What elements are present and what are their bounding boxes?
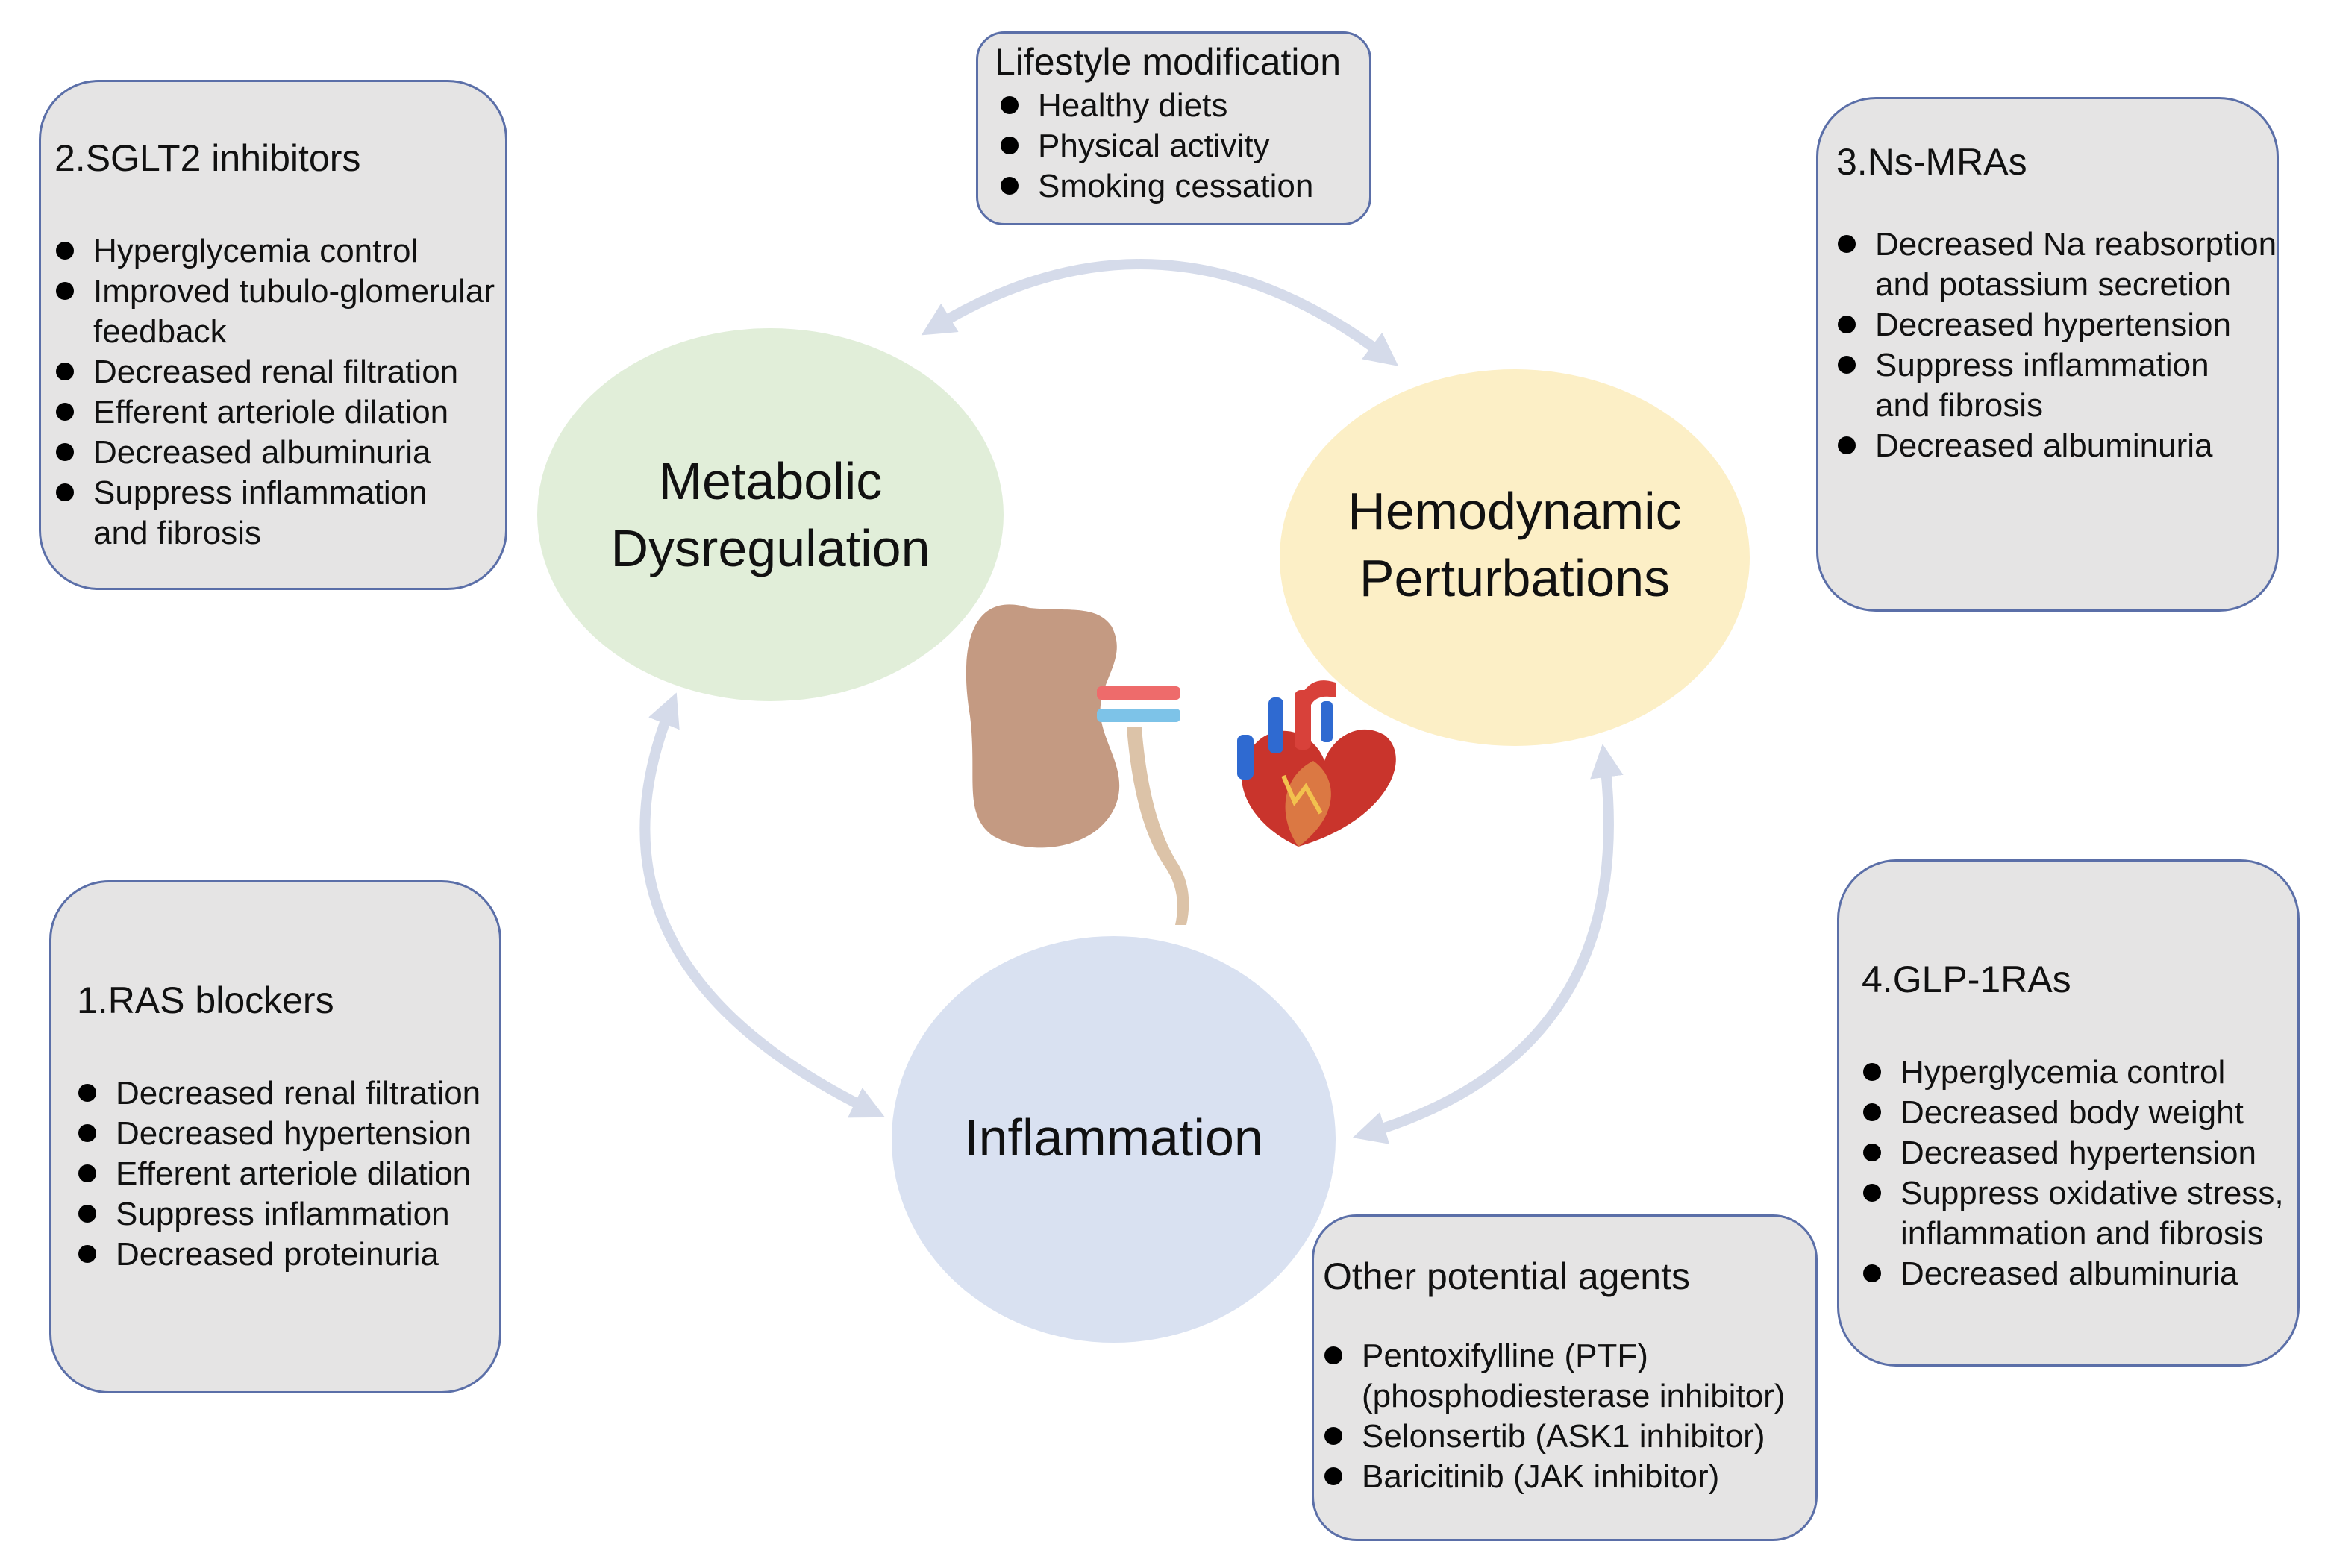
hemodynamic-label-line-1: Hemodynamic (1348, 482, 1682, 540)
list-item: Pentoxifylline (PTF) (phosphodiesterase … (1324, 1336, 1802, 1417)
lifestyle-modification-box: Lifestyle modification Healthy diets Phy… (976, 31, 1371, 225)
list-item: Healthy diets (1001, 86, 1359, 126)
hemodynamic-perturbations-label: Hemodynamic Perturbations (1280, 477, 1750, 612)
list-item: Efferent arteriole dilation (78, 1154, 496, 1194)
ns-mras-list: Decreased Na reabsorption and potassium … (1838, 225, 2285, 466)
list-item: Hyperglycemia control (1863, 1053, 2300, 1093)
list-item: Suppress oxidative stress, inflammation … (1863, 1173, 2300, 1254)
list-item: Hyperglycemia control (56, 231, 507, 272)
ras-blockers-list: Decreased renal filtration Decreased hyp… (78, 1073, 496, 1275)
sglt2-inhibitors-title: 2.SGLT2 inhibitors (54, 137, 361, 179)
metabolic-dysregulation-label: Metabolic Dysregulation (537, 448, 1004, 582)
list-item: Baricitinib (JAK inhibitor) (1324, 1457, 1802, 1497)
list-item: Suppress inflammation (78, 1194, 496, 1235)
ras-blockers-box: 1.RAS blockers Decreased renal filtratio… (49, 880, 501, 1393)
list-item: Decreased proteinuria (78, 1235, 496, 1275)
ns-mras-box: 3.Ns-MRAs Decreased Na reabsorption and … (1816, 97, 2279, 612)
metabolic-label-line-1: Metabolic (658, 452, 883, 510)
metabolic-dysregulation-circle (537, 328, 1004, 701)
glp-1ras-list: Hyperglycemia control Decreased body wei… (1863, 1053, 2300, 1294)
glp-1ras-box: 4.GLP-1RAs Hyperglycemia control Decreas… (1837, 859, 2300, 1367)
list-item: Decreased hypertension (78, 1114, 496, 1154)
list-item: Decreased hypertension (1863, 1133, 2300, 1173)
heart-icon (1237, 680, 1396, 847)
list-item: Physical activity (1001, 126, 1359, 166)
glp-1ras-title: 4.GLP-1RAs (1862, 959, 2071, 1000)
sglt2-inhibitors-list: Hyperglycemia control Improved tubulo-gl… (56, 231, 507, 553)
sglt2-inhibitors-box: 2.SGLT2 inhibitors Hyperglycemia control… (39, 80, 507, 590)
list-item: Decreased albuminuria (1838, 426, 2285, 466)
ras-blockers-title: 1.RAS blockers (77, 979, 334, 1021)
inflammation-label-line-1: Inflammation (964, 1108, 1263, 1167)
arrow-right (1352, 744, 1624, 1144)
list-item: Decreased albuminuria (56, 433, 507, 473)
other-potential-agents-title: Other potential agents (1323, 1255, 1690, 1297)
inflammation-circle (892, 936, 1336, 1343)
hemodynamic-label-line-2: Perturbations (1359, 549, 1671, 607)
kidney-icon (966, 604, 1189, 925)
ns-mras-title: 3.Ns-MRAs (1836, 141, 2027, 183)
list-item: Suppress inflammation and fibrosis (56, 473, 466, 553)
hemodynamic-perturbations-circle (1280, 369, 1750, 746)
list-item: Decreased renal filtration (78, 1073, 496, 1114)
list-item: Decreased albuminuria (1863, 1254, 2300, 1294)
arrow-top (921, 259, 1399, 366)
other-potential-agents-box: Other potential agents Pentoxifylline (P… (1312, 1214, 1818, 1541)
list-item: Decreased Na reabsorption and potassium … (1838, 225, 2285, 305)
arrow-left (639, 692, 886, 1118)
other-potential-agents-list: Pentoxifylline (PTF) (phosphodiesterase … (1324, 1336, 1802, 1497)
list-item: Efferent arteriole dilation (56, 392, 507, 433)
list-item: Improved tubulo-glomerular feedback (56, 272, 507, 352)
list-item: Decreased renal filtration (56, 352, 507, 392)
lifestyle-modification-title: Lifestyle modification (995, 41, 1342, 83)
metabolic-label-line-2: Dysregulation (610, 519, 930, 577)
list-item: Selonsertib (ASK1 inhibitor) (1324, 1417, 1802, 1457)
list-item: Decreased hypertension (1838, 305, 2285, 345)
inflammation-label: Inflammation (892, 1104, 1336, 1171)
list-item: Smoking cessation (1001, 166, 1359, 207)
list-item: Decreased body weight (1863, 1093, 2300, 1133)
list-item: Suppress inflammation and fibrosis (1838, 345, 2241, 426)
lifestyle-modification-list: Healthy diets Physical activity Smoking … (1001, 86, 1359, 207)
